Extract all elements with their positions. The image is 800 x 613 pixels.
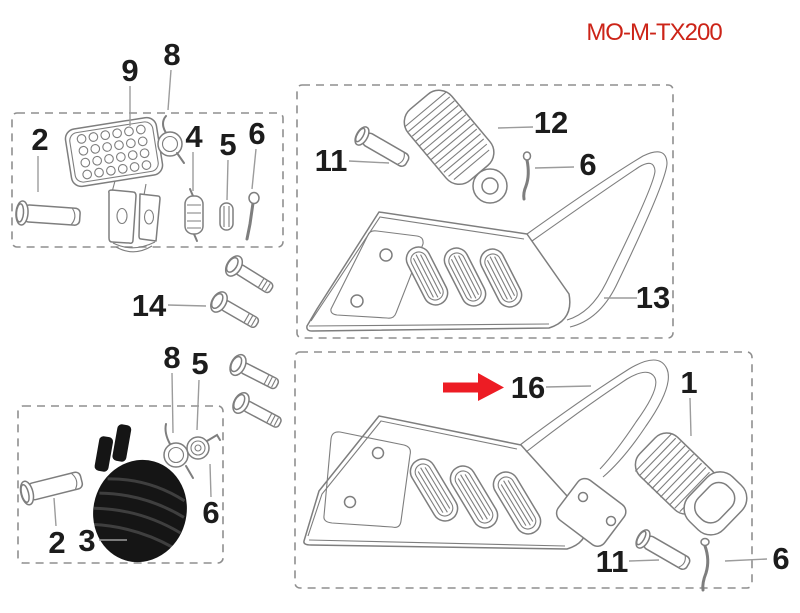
cotter-pin-part-6-rear	[700, 537, 710, 592]
coil-spring-part-4	[184, 188, 204, 242]
rear-left-footrest-box	[17, 405, 224, 564]
callout-bracket-cotter-front: 6	[579, 147, 596, 182]
callout-front-lower-spring: 4	[185, 119, 203, 154]
callout-bracket-cotter-rear: 6	[772, 541, 789, 576]
callout-front-pad: 9	[121, 53, 138, 88]
callout-front-pin: 2	[31, 122, 48, 157]
footrest-bracket-part-13	[306, 151, 668, 332]
clevis-pin-part-11-front	[354, 126, 410, 167]
callout-rear-pin: 2	[48, 525, 65, 560]
footrest-pad-part-9	[64, 116, 164, 253]
rear-right-bracket-box	[294, 351, 753, 589]
pin-bolt-part-6-front	[245, 191, 260, 241]
callout-front-spring: 8	[163, 37, 180, 72]
clevis-pin-part-11-rear	[635, 529, 691, 570]
rubber-pad-part-3	[92, 424, 187, 563]
clevis-pin-part-2-front	[15, 200, 81, 226]
callout-leader-lines	[37, 69, 768, 562]
callout-bracket-rear-highlighted: 16	[511, 370, 545, 405]
front-right-bracket-box	[296, 84, 674, 339]
callout-rear-pad: 3	[78, 523, 95, 558]
footpeg-rubber-part-1	[634, 432, 748, 536]
callout-rear-washer: 5	[191, 346, 208, 381]
callout-rear-spring: 8	[163, 340, 180, 375]
footrest-bracket-part-16	[303, 359, 669, 550]
callout-rear-hook: 6	[202, 495, 219, 530]
cotter-pin-part-6-front	[522, 151, 532, 201]
front-left-footrest-box	[11, 112, 284, 248]
callout-bracket-rubber-front: 12	[534, 105, 568, 140]
callout-front-bolt: 6	[248, 116, 265, 151]
callout-bracket-pin-front: 11	[315, 143, 348, 178]
hook-spring-part-8-rear	[163, 423, 194, 479]
callout-bracket-rubber-rear: 1	[680, 365, 697, 400]
callout-mount-bolts: 14	[132, 288, 167, 323]
footpeg-rubber-part-12	[403, 89, 508, 204]
clevis-pin-part-2-rear	[19, 471, 84, 506]
bushing-part-5-front	[219, 202, 234, 231]
diagram-code-text: MO-M-TX200	[586, 19, 722, 46]
hook-spring-part-8-front	[157, 115, 185, 164]
callout-bracket-front: 13	[636, 280, 670, 315]
highlight-arrow-icon	[443, 373, 504, 401]
torsion-washer-part-5-rear	[186, 433, 221, 460]
callout-bracket-pin-rear: 11	[596, 544, 629, 579]
callout-front-bushing: 5	[219, 127, 236, 162]
flange-bolt-group-part-14	[210, 255, 282, 428]
